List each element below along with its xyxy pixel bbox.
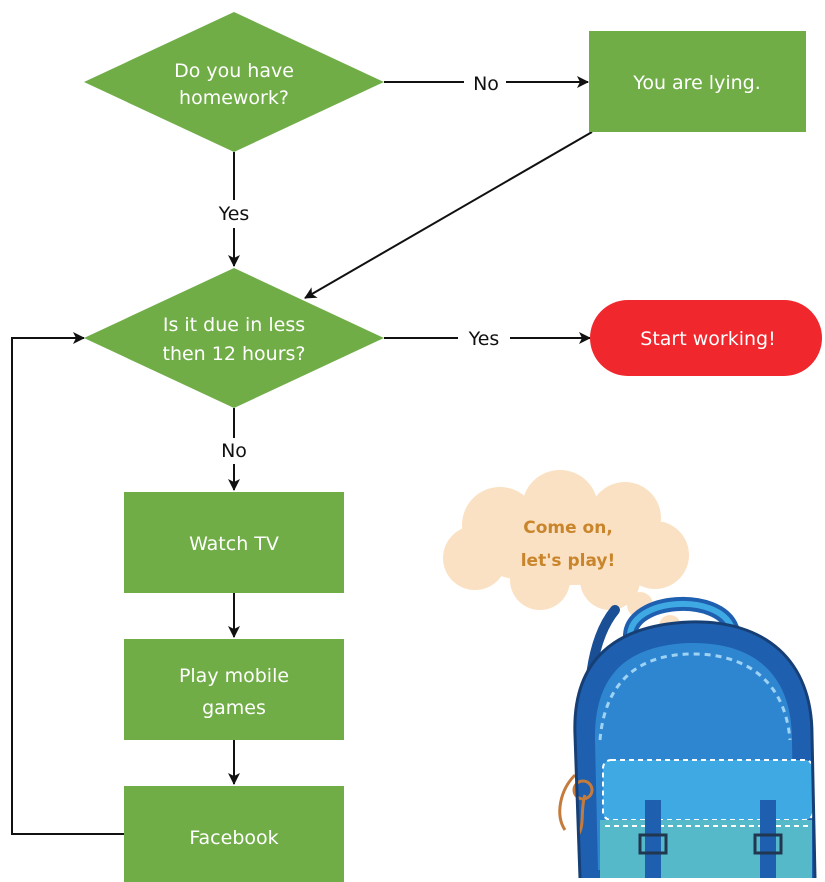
node-homework-line2: homework?: [179, 87, 289, 109]
node-start-label: Start working!: [640, 328, 775, 350]
node-mobile-line2: games: [202, 697, 266, 719]
node-homework-line1: Do you have: [174, 60, 294, 82]
decision-diamond: [84, 268, 384, 408]
node-start-working: Start working!: [590, 300, 822, 376]
edge-label-due-no: No: [221, 440, 247, 462]
node-facebook: Facebook: [124, 786, 344, 882]
edge-label-homework-yes: Yes: [218, 203, 250, 225]
node-due-line1: Is it due in less: [163, 314, 305, 336]
bubble-line1: Come on,: [523, 518, 613, 538]
cloud-shape: [443, 470, 689, 610]
node-play-mobile-games: Play mobile games: [124, 639, 344, 740]
edge-label-homework-no: No: [473, 73, 499, 95]
edge-labels: No Yes Yes No: [206, 70, 510, 464]
node-you-are-lying: You are lying.: [589, 31, 806, 132]
node-mobile-line1: Play mobile: [179, 665, 289, 687]
node-tv-label: Watch TV: [189, 533, 279, 555]
process-box: [124, 639, 344, 740]
edge-lying-to-due: [304, 131, 593, 299]
process-box: [589, 31, 806, 132]
thought-bubble: Come on, let's play!: [443, 470, 701, 650]
backpack-icon: [558, 596, 817, 879]
terminal-shape: [590, 300, 822, 376]
process-box: [124, 492, 344, 593]
node-due-line2: then 12 hours?: [163, 343, 306, 365]
node-facebook-label: Facebook: [189, 827, 278, 849]
node-lying-label: You are lying.: [632, 72, 761, 94]
node-homework-question: Do you have homework?: [84, 12, 384, 152]
decision-diamond: [84, 12, 384, 152]
bubble-line2: let's play!: [521, 551, 616, 571]
node-watch-tv: Watch TV: [124, 492, 344, 593]
edge-label-due-yes: Yes: [468, 328, 500, 350]
process-box: [124, 786, 344, 882]
edge-facebook-loop: [11, 332, 124, 835]
node-due-question: Is it due in less then 12 hours?: [84, 268, 384, 408]
